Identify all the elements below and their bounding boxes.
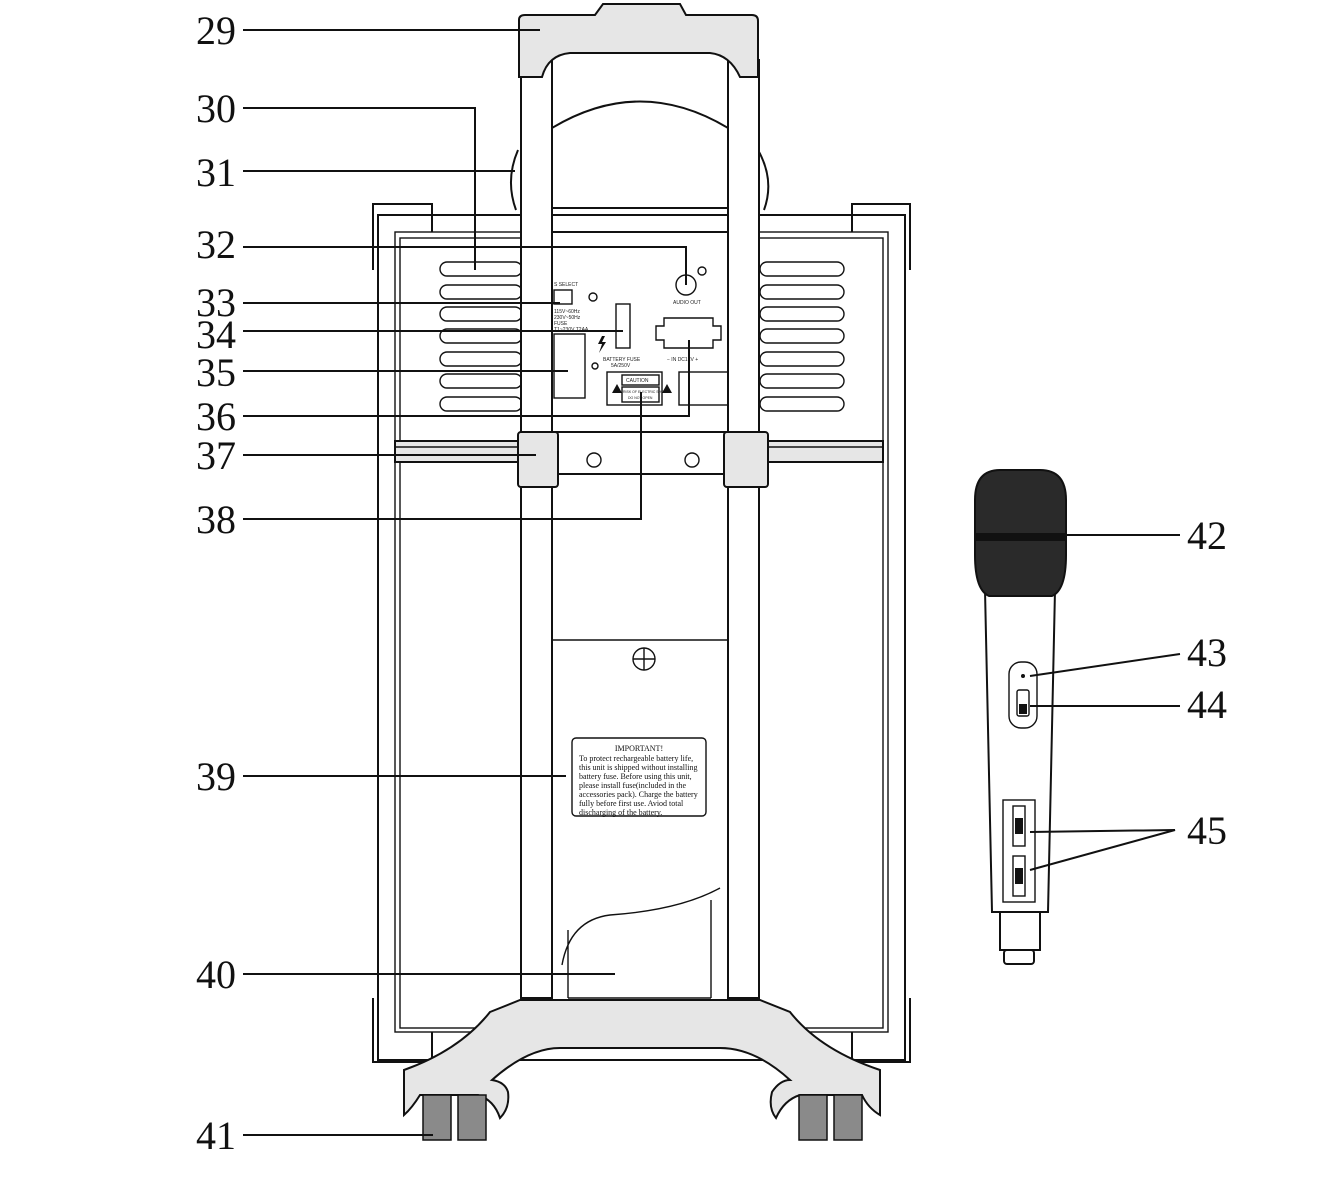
- microphone-adjust-panel: [1002, 799, 1036, 903]
- callout-45: 45: [1187, 808, 1227, 853]
- callout-41: 41: [196, 1113, 236, 1158]
- voltage-select-label: S SELECT: [554, 282, 578, 288]
- callout-42: 42: [1187, 513, 1227, 558]
- leader-lines: [243, 29, 1181, 1136]
- voltage-select-switch[interactable]: [553, 289, 573, 305]
- svg-text:FUSE: FUSE: [554, 321, 568, 327]
- callout-43: 43: [1187, 630, 1227, 675]
- svg-text:230V~50Hz: 230V~50Hz: [554, 315, 581, 321]
- svg-text:RISK OF ELECTRIC SHOCK: RISK OF ELECTRIC SHOCK: [623, 390, 669, 394]
- microphone: [974, 469, 1067, 965]
- callout-31: 31: [196, 150, 236, 195]
- important-notice: [571, 737, 707, 817]
- callout-40: 40: [196, 952, 236, 997]
- important-line: accessories pack). Charge the battery: [579, 790, 698, 799]
- important-line: battery fuse. Before using this unit,: [579, 772, 692, 781]
- callout-36: 36: [196, 394, 236, 439]
- callout-38: 38: [196, 497, 236, 542]
- handle-recess: [510, 149, 770, 211]
- warning-icon: [612, 384, 622, 393]
- ac-inlet[interactable]: [553, 333, 586, 399]
- important-line: please install fuse(included in the: [579, 781, 687, 790]
- callout-39: 39: [196, 754, 236, 799]
- svg-text:115V~60Hz: 115V~60Hz: [554, 309, 580, 315]
- dc-in-socket[interactable]: [655, 317, 722, 349]
- important-title: IMPORTANT!: [615, 744, 663, 753]
- important-line: discharging of the battery.: [579, 808, 662, 817]
- lightning-icon: [598, 336, 606, 353]
- callout-37: 37: [196, 433, 236, 478]
- callout-44: 44: [1187, 682, 1227, 727]
- callout-numbers: 29 30 31 32 33 34 35 36 37 38 39 40 41 4…: [196, 8, 1227, 1158]
- callout-30: 30: [196, 86, 236, 131]
- screw-icon: [632, 647, 656, 671]
- power-switch[interactable]: [1016, 689, 1030, 717]
- callout-29: 29: [196, 8, 236, 53]
- microphone-power-panel: [1008, 661, 1038, 729]
- important-line: fully before first use. Aviod total: [579, 799, 684, 808]
- adjust-button[interactable]: [1012, 855, 1026, 897]
- vent-slots-left: [439, 261, 523, 412]
- base-stand: [403, 999, 881, 1141]
- important-line: this unit is shipped without installing: [579, 763, 697, 772]
- callout-35: 35: [196, 350, 236, 395]
- power-indicator: [1021, 674, 1025, 678]
- trolley-handle[interactable]: [517, 3, 769, 999]
- svg-text:− IN DC12V +: − IN DC12V +: [667, 357, 698, 363]
- wheel: [798, 1094, 863, 1141]
- svg-text:BATTERY FUSE: BATTERY FUSE: [603, 357, 641, 363]
- svg-text:CAUTION: CAUTION: [626, 378, 649, 384]
- callout-33: 33: [196, 280, 236, 325]
- warning-icon: [662, 384, 672, 393]
- adjust-button[interactable]: [1012, 805, 1026, 847]
- battery-fuse-holder[interactable]: [615, 303, 631, 349]
- svg-text:5A/250V: 5A/250V: [611, 363, 631, 369]
- callout-34: 34: [196, 312, 236, 357]
- wheel: [422, 1094, 487, 1141]
- battery-compartment: [561, 887, 721, 999]
- important-line: To protect rechargeable battery life,: [579, 754, 693, 763]
- caution-label: [606, 371, 663, 406]
- svg-text:AUDIO OUT: AUDIO OUT: [673, 300, 701, 306]
- callout-32: 32: [196, 222, 236, 267]
